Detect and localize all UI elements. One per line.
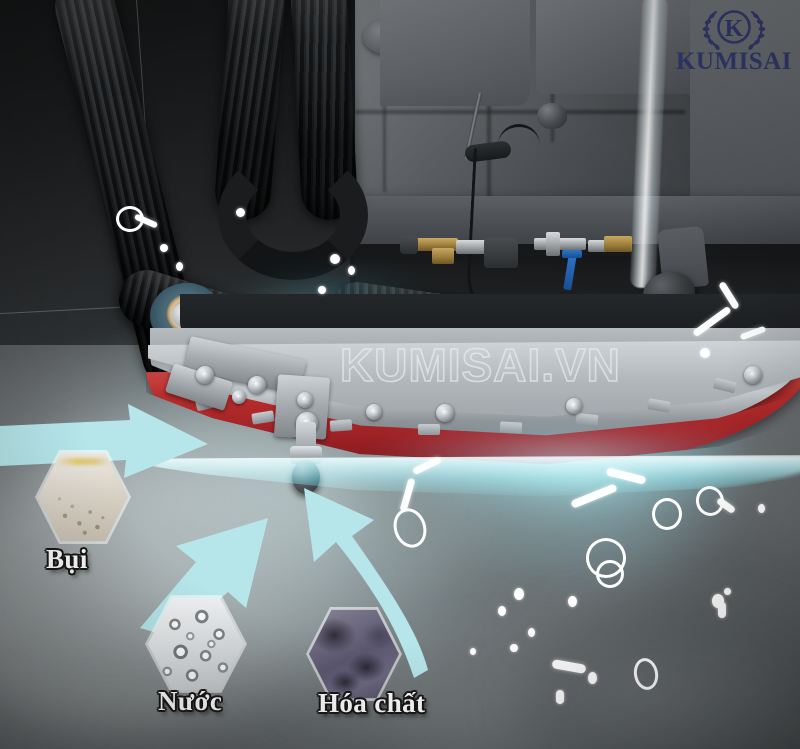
blue-tube bbox=[562, 250, 582, 258]
water-droplet bbox=[498, 606, 506, 616]
dust-label: Bụi bbox=[46, 544, 88, 574]
bolt bbox=[232, 390, 246, 404]
water-droplet bbox=[724, 588, 731, 595]
lever-knob bbox=[537, 103, 567, 129]
chemical-label: Hóa chất bbox=[318, 688, 426, 718]
chemical-hexagon-icon bbox=[309, 609, 399, 699]
bolt bbox=[248, 376, 266, 394]
bolt bbox=[744, 366, 762, 384]
water-droplet bbox=[700, 348, 710, 358]
valve-body bbox=[484, 238, 518, 268]
machine-panel bbox=[380, 0, 530, 106]
bolt bbox=[566, 398, 582, 414]
water-droplet bbox=[758, 504, 765, 513]
bolt bbox=[436, 404, 454, 422]
water-droplet bbox=[236, 208, 245, 217]
water-splash bbox=[652, 498, 682, 530]
brass-fitting bbox=[432, 248, 454, 264]
brass-fitting bbox=[412, 238, 458, 251]
water-droplet bbox=[176, 262, 183, 271]
water-droplet bbox=[160, 244, 168, 252]
steel-fitting bbox=[456, 240, 486, 254]
bolt bbox=[366, 404, 382, 420]
dust-flow-arrow bbox=[0, 404, 210, 496]
water-droplet bbox=[588, 672, 597, 684]
water-droplet bbox=[470, 648, 476, 655]
brass-fitting bbox=[604, 236, 632, 252]
bolt bbox=[297, 392, 313, 408]
water-droplet bbox=[528, 628, 535, 637]
water-droplet bbox=[514, 588, 524, 600]
water-droplet bbox=[330, 254, 340, 264]
water-droplet bbox=[318, 286, 326, 294]
water-droplet bbox=[556, 690, 564, 704]
steel-fitting bbox=[534, 238, 586, 250]
water-droplet bbox=[568, 596, 577, 607]
chemical-flow-arrow bbox=[278, 480, 428, 680]
water-droplet bbox=[718, 602, 726, 618]
bolt bbox=[196, 366, 214, 384]
fitting-nut bbox=[400, 236, 418, 254]
water-label: Nước bbox=[158, 686, 223, 716]
control-cable bbox=[498, 124, 540, 153]
water-droplet bbox=[510, 644, 518, 652]
machine-panel bbox=[536, 0, 706, 94]
water-splash bbox=[596, 560, 624, 588]
water-droplet-hexagon-icon bbox=[148, 597, 244, 691]
water-droplet bbox=[348, 266, 355, 275]
steel-fitting bbox=[546, 232, 560, 256]
